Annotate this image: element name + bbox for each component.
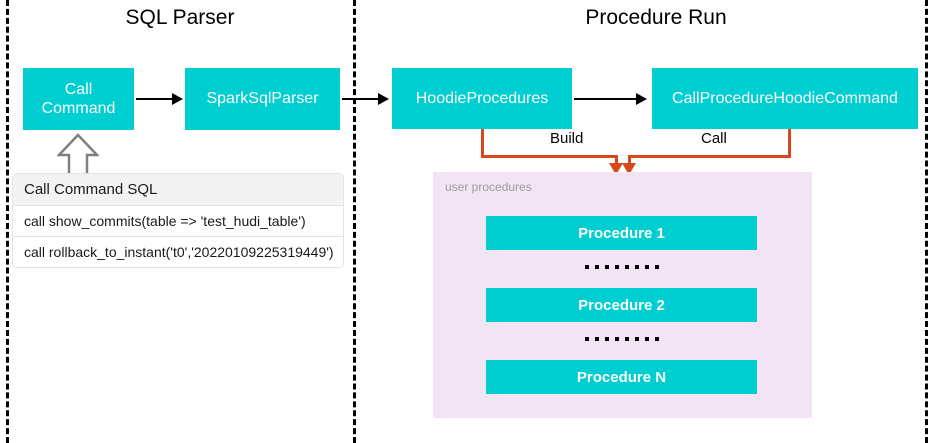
panel-title-sql-parser: SQL Parser [125,6,235,29]
node-call-procedure-hoodie-command[interactable]: CallProcedureHoodieCommand [652,68,918,129]
call-connector-horizontal [628,155,791,158]
edge-label-build: Build [546,130,588,147]
call-command-sql-table: Call Command SQL call show_commits(table… [13,174,343,267]
node-hoodie-procedures[interactable]: HoodieProcedures [392,68,572,129]
procedure-item[interactable]: Procedure N [486,360,757,394]
call-connector-vertical-down [628,155,631,166]
panel-divider-right [925,0,928,443]
ellipsis-dots-1 [486,257,757,277]
edge-label-call: Call [697,130,731,147]
ellipsis-dot [654,337,659,341]
arrow-spark-to-hoodie-head-icon [378,93,389,105]
procedure-item[interactable]: Procedure 1 [486,216,757,250]
procedure-item[interactable]: Procedure 2 [486,288,757,322]
up-arrow-icon [57,133,99,177]
node-call-command-line2: Command [41,100,116,117]
ellipsis-dot [614,265,619,269]
node-spark-sql-parser[interactable]: SparkSqlParser [185,68,340,130]
build-connector-horizontal [481,155,618,158]
node-call-command[interactable]: Call Command [23,68,134,130]
node-call-command-line1: Call [64,80,93,98]
build-connector-vertical-left [481,129,484,158]
sql-table-row: call rollback_to_instant('t0','202201092… [13,237,343,267]
ellipsis-dot [624,337,629,341]
ellipsis-dot [594,265,599,269]
sql-table-row: call show_commits(table => 'test_hudi_ta… [13,206,343,237]
user-procedures-label: user procedures [445,180,532,194]
call-connector-vertical-right [788,129,791,158]
sql-table-header: Call Command SQL [13,174,343,206]
ellipsis-dot [584,265,589,269]
ellipsis-dot [644,337,649,341]
arrow-call-command-to-spark-line [136,98,174,100]
panel-title-procedure-run: Procedure Run [585,6,727,29]
panel-divider-middle [353,0,356,443]
ellipsis-dot [614,337,619,341]
ellipsis-dot [594,337,599,341]
user-procedures-panel: user procedures Procedure 1 Procedure 2 … [433,172,812,418]
arrow-hoodie-to-callproc-head-icon [636,93,647,105]
arrow-call-command-to-spark-head-icon [172,93,183,105]
ellipsis-dot [654,265,659,269]
ellipsis-dot [624,265,629,269]
panel-divider-left [6,0,9,443]
arrow-spark-to-hoodie-line [342,98,380,100]
arrow-hoodie-to-callproc-line [574,98,638,100]
build-connector-vertical-down [615,155,618,166]
ellipsis-dot [634,337,639,341]
ellipsis-dot [644,265,649,269]
ellipsis-dot [634,265,639,269]
ellipsis-dot [604,265,609,269]
ellipsis-dot [604,337,609,341]
ellipsis-dots-2 [486,329,757,349]
ellipsis-dot [584,337,589,341]
